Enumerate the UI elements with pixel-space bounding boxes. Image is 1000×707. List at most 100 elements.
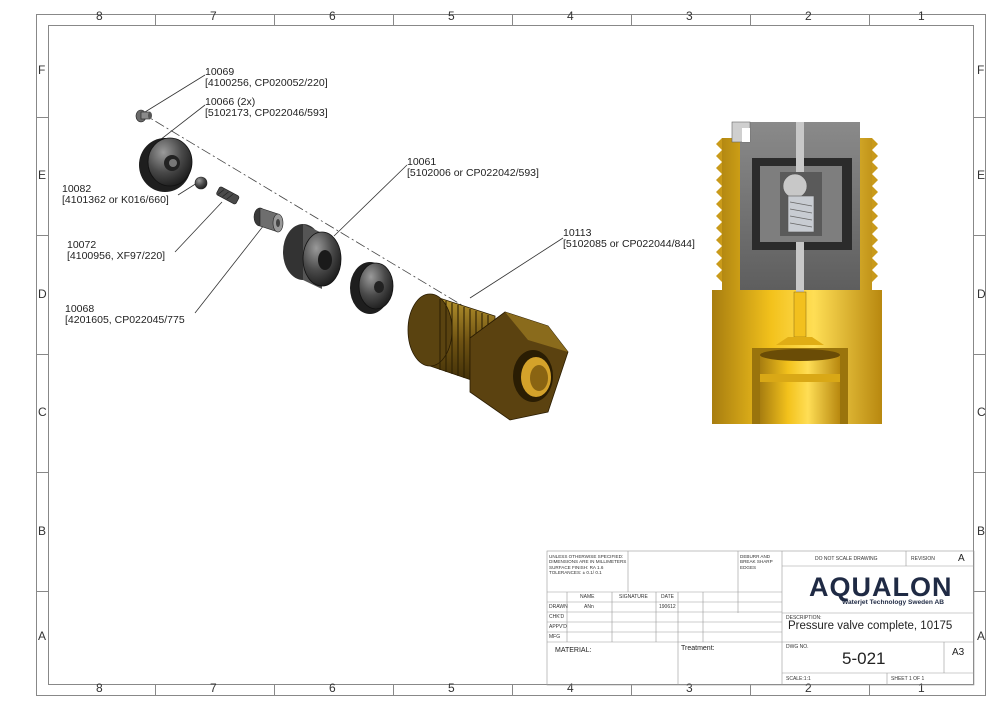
sheet-size: A3 bbox=[952, 647, 965, 658]
deburr-note: DEBURR AND BREAK SHARP EDGES bbox=[740, 554, 773, 570]
title-block-grid bbox=[546, 550, 975, 686]
callout-part-number: 10069 bbox=[205, 66, 235, 78]
revision-label: REVISION bbox=[911, 556, 935, 562]
zone-row-label: B bbox=[977, 524, 986, 538]
zone-row-label: B bbox=[38, 524, 47, 538]
note-line: UNLESS OTHERWISE SPECIFIED: bbox=[549, 554, 624, 559]
callout-part-number: 10066 (2x) bbox=[205, 96, 256, 108]
callout-part-number: 10082 bbox=[62, 183, 92, 195]
section-view bbox=[712, 121, 884, 424]
zone-row-label: D bbox=[977, 287, 986, 301]
zone-tick bbox=[512, 685, 513, 696]
row-appvd-label: APPV'D bbox=[549, 624, 567, 630]
callout-10069: 10069 [4100256, CP020052/220] bbox=[205, 67, 328, 89]
callout-reference: [4101362 or K016/660] bbox=[62, 194, 169, 206]
note-line: DIMENSIONS ARE IN MILLIMETERS bbox=[549, 559, 627, 565]
callout-10061: 10061 [5102006 or CP022042/593] bbox=[407, 157, 539, 179]
drawing-border-inner bbox=[48, 25, 974, 685]
description-value: Pressure valve complete, 10175 bbox=[788, 620, 953, 632]
zone-row-label: E bbox=[977, 168, 986, 182]
drawing-border-outer bbox=[36, 14, 986, 696]
part-10082-ball bbox=[194, 176, 208, 190]
zone-tick bbox=[974, 591, 986, 592]
zone-tick bbox=[274, 14, 275, 25]
zone-tick bbox=[393, 14, 394, 25]
note-line: EDGES bbox=[740, 564, 757, 570]
treatment-label: Treatment: bbox=[681, 645, 715, 652]
zone-tick bbox=[155, 14, 156, 25]
zone-tick bbox=[869, 14, 870, 25]
drawn-date: 190612 bbox=[659, 604, 676, 610]
revision-value: A bbox=[958, 553, 965, 564]
zone-tick bbox=[36, 354, 48, 355]
col-name-header: NAME bbox=[580, 594, 595, 600]
callout-reference: [5102085 or CP022044/844] bbox=[563, 238, 695, 250]
callout-10066: 10066 (2x) [5102173, CP022046/593] bbox=[205, 97, 328, 119]
callout-10068: 10068 [4201605, CP022045/775 bbox=[65, 304, 185, 326]
callout-part-number: 10061 bbox=[407, 156, 437, 168]
note-line: BREAK SHARP bbox=[740, 559, 773, 565]
zone-tick bbox=[36, 591, 48, 592]
material-label: MATERIAL: bbox=[555, 647, 592, 654]
zone-tick bbox=[393, 685, 394, 696]
drawn-name: ANn bbox=[584, 604, 594, 610]
row-chkd-label: CHK'D bbox=[549, 614, 565, 620]
center-axis-line bbox=[139, 111, 521, 341]
callout-reference: [4100256, CP020052/220] bbox=[205, 77, 328, 89]
note-line: TOLERANCES: ± 0.1/ 0.1 bbox=[549, 570, 602, 576]
col-signature-header: SIGNATURE bbox=[619, 594, 648, 600]
zone-col-label: 7 bbox=[210, 681, 217, 695]
callout-reference: [4100956, XF97/220] bbox=[67, 250, 166, 262]
callout-10082: 10082 [4101362 or K016/660] bbox=[62, 184, 169, 206]
zone-row-label: A bbox=[977, 629, 986, 643]
description-label: DESCRIPTION: bbox=[786, 615, 822, 621]
zone-col-label: 6 bbox=[329, 9, 336, 23]
leader-lines bbox=[144, 74, 564, 314]
callout-10113: 10113 [5102085 or CP022044/844] bbox=[563, 228, 695, 250]
zone-col-label: 4 bbox=[567, 681, 574, 695]
part-10068-slotted-pin bbox=[253, 207, 284, 233]
zone-col-label: 3 bbox=[686, 681, 693, 695]
zone-tick bbox=[36, 472, 48, 473]
part-10061-cylinder bbox=[283, 224, 342, 289]
zone-tick bbox=[36, 235, 48, 236]
dwg-no-label: DWG NO. bbox=[786, 644, 809, 650]
zone-col-label: 1 bbox=[918, 9, 925, 23]
zone-row-label: F bbox=[38, 63, 46, 77]
part-10113-brass-fitting bbox=[407, 293, 569, 421]
sheet-label: SHEET 1 OF 1 bbox=[891, 676, 925, 682]
zone-col-label: 4 bbox=[567, 9, 574, 23]
zone-col-label: 2 bbox=[805, 681, 812, 695]
part-10069-screw bbox=[135, 109, 152, 123]
zone-tick bbox=[750, 685, 751, 696]
zone-col-label: 6 bbox=[329, 681, 336, 695]
note-line: DEBURR AND bbox=[740, 554, 771, 559]
zone-tick bbox=[631, 685, 632, 696]
zone-row-label: D bbox=[38, 287, 47, 301]
zone-col-label: 5 bbox=[448, 9, 455, 23]
zone-row-label: F bbox=[977, 63, 985, 77]
zone-tick bbox=[512, 14, 513, 25]
zone-col-label: 1 bbox=[918, 681, 925, 695]
zone-row-label: C bbox=[38, 405, 47, 419]
zone-tick bbox=[869, 685, 870, 696]
zone-tick bbox=[631, 14, 632, 25]
zone-tick bbox=[974, 235, 986, 236]
callout-part-number: 10068 bbox=[65, 303, 95, 315]
zone-tick bbox=[974, 472, 986, 473]
company-logo-subtitle: Waterjet Technology Sweden AB bbox=[842, 599, 944, 606]
part-10066-disc bbox=[139, 137, 193, 192]
zone-tick bbox=[274, 685, 275, 696]
scale-label: SCALE:1:1 bbox=[786, 676, 811, 682]
zone-col-label: 7 bbox=[210, 9, 217, 23]
callout-part-number: 10113 bbox=[563, 227, 592, 239]
row-mfg-label: MFG bbox=[549, 634, 561, 640]
note-line: SURFACE FINISH: RA 1.6 bbox=[549, 564, 604, 570]
zone-tick bbox=[974, 117, 986, 118]
col-date-header: DATE bbox=[661, 594, 674, 600]
part-10072-spring bbox=[216, 186, 240, 205]
zone-row-label: A bbox=[38, 629, 47, 643]
zone-col-label: 8 bbox=[96, 9, 103, 23]
callout-reference: [5102173, CP022046/593] bbox=[205, 107, 328, 119]
